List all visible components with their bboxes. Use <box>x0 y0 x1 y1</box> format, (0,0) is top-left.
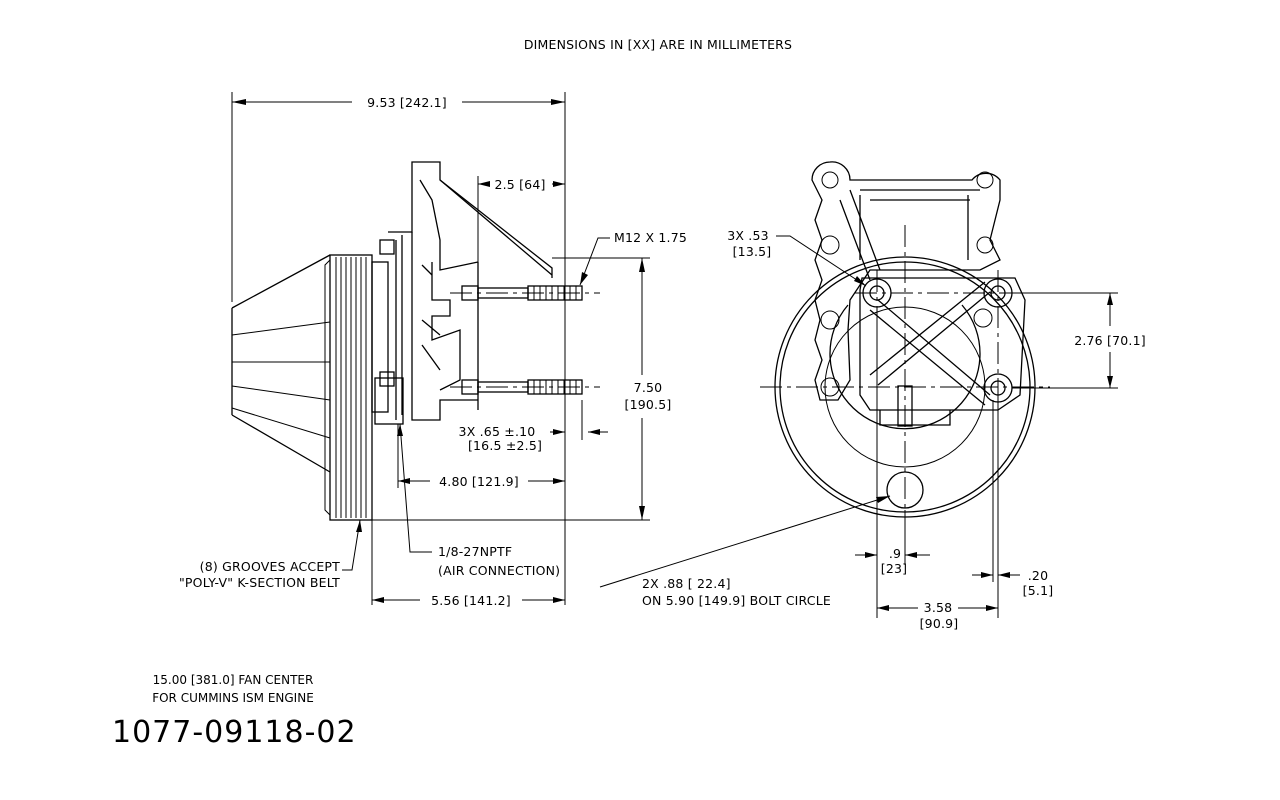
height-dim-in: 7.50 <box>634 380 663 395</box>
hole-span-dim-mm: [90.9] <box>920 616 959 631</box>
height-dim-mm: [190.5] <box>625 397 672 412</box>
description-line2: FOR CUMMINS ISM ENGINE <box>152 691 314 705</box>
stud-length-dim-mm: [16.5 ±2.5] <box>468 438 542 453</box>
holes-dim-in: 3X .53 <box>727 228 769 243</box>
pulley-width-dim: 5.56 [141.2] <box>431 593 511 608</box>
edge-dim-mm: [5.1] <box>1023 583 1054 598</box>
hub-offset-dim: 2.5 [64] <box>494 177 545 192</box>
side-view: 9.53 [242.1] 2.5 [64] M12 X 1.75 7.50 [1… <box>179 92 687 608</box>
offset-dim-mm: [23] <box>881 561 907 576</box>
thread-callout: M12 X 1.75 <box>614 230 687 245</box>
vertical-spacing-dim: 2.76 [70.1] <box>1074 333 1146 348</box>
dimensions-note: DIMENSIONS IN [XX] ARE IN MILLIMETERS <box>524 37 792 52</box>
pulley-center-dim: 4.80 [121.9] <box>439 474 519 489</box>
pilot-note-line2: ON 5.90 [149.9] BOLT CIRCLE <box>642 593 831 608</box>
hole-span-dim-in: 3.58 <box>924 600 953 615</box>
grooves-note-line1: (8) GROOVES ACCEPT <box>200 559 340 574</box>
grooves-note-line2: "POLY-V" K-SECTION BELT <box>179 575 340 590</box>
front-view: 3X .53 [13.5] 2.76 [70.1] 2X .88 [ 22.4]… <box>599 161 1146 631</box>
overall-length-dim: 9.53 [242.1] <box>367 95 447 110</box>
edge-dim-in: .20 <box>1028 568 1048 583</box>
air-connection-line2: (AIR CONNECTION) <box>438 563 560 578</box>
holes-dim-mm: [13.5] <box>733 244 772 259</box>
offset-dim-in: .9 <box>889 546 901 561</box>
description-line1: 15.00 [381.0] FAN CENTER <box>153 673 314 687</box>
stud-length-dim-in: 3X .65 ±.10 <box>459 424 536 439</box>
pilot-note-line1: 2X .88 [ 22.4] <box>642 576 731 591</box>
air-connection-line1: 1/8-27NPTF <box>438 544 512 559</box>
part-number: 1077-09118-02 <box>112 715 357 750</box>
